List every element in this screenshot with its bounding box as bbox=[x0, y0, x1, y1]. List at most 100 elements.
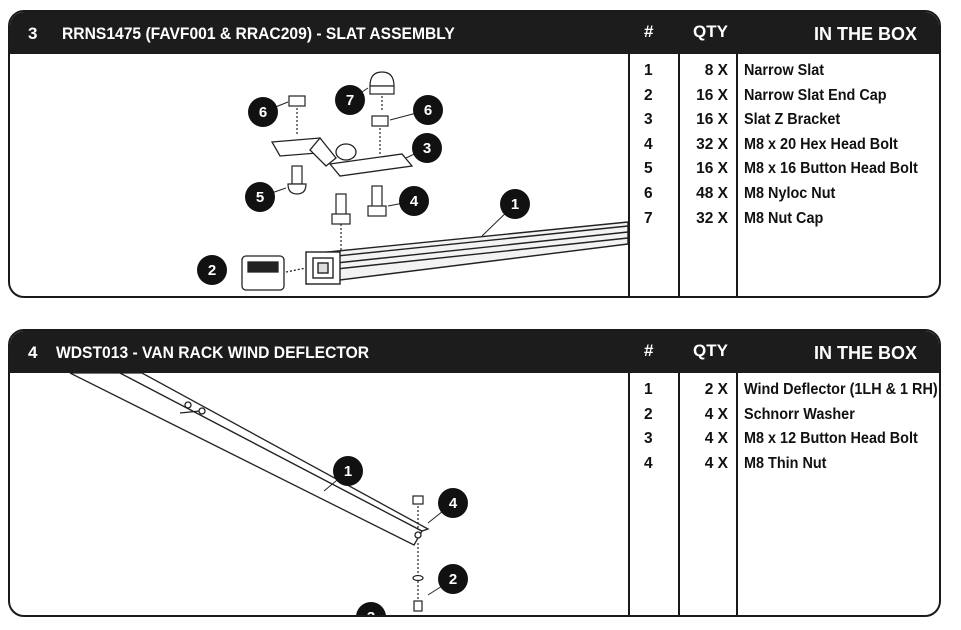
part-qty: 16 X bbox=[696, 86, 728, 104]
part-name: M8 Thin Nut bbox=[744, 454, 827, 472]
svg-text:6: 6 bbox=[259, 104, 267, 121]
section-header: 3 RRNS1475 (FAVF001 & RRAC209) - SLAT AS… bbox=[10, 12, 939, 54]
section-title: WDST013 - VAN RACK WIND DEFLECTOR bbox=[56, 343, 370, 362]
svg-text:4: 4 bbox=[410, 193, 419, 210]
part-qty: 2 X bbox=[704, 381, 728, 398]
part-qty: 16 X bbox=[696, 160, 728, 178]
slat-assembly-illustration: 1 2 3 4 5 6 6 7 bbox=[197, 71, 628, 291]
svg-text:6: 6 bbox=[424, 102, 432, 119]
callout-2: 2 bbox=[197, 255, 227, 285]
part-name: Slat Z Bracket bbox=[744, 111, 841, 129]
nyloc-nut-drawing bbox=[288, 95, 389, 154]
part-number: 4 bbox=[644, 135, 653, 153]
part-qty: 4 X bbox=[704, 454, 728, 472]
section-number: 4 bbox=[28, 343, 38, 362]
table-divider bbox=[736, 54, 738, 296]
table-row: 2 16 X Narrow Slat End Cap bbox=[630, 85, 939, 110]
callout-5: 5 bbox=[245, 182, 287, 212]
section-title: RRNS1475 (FAVF001 & RRAC209) - SLAT ASSE… bbox=[62, 24, 455, 43]
nut-cap-drawing bbox=[369, 71, 395, 110]
part-number: 2 bbox=[644, 86, 653, 104]
table-divider bbox=[628, 54, 630, 296]
part-number: 1 bbox=[644, 381, 653, 398]
table-row: 7 32 X M8 Nut Cap bbox=[630, 208, 939, 233]
hex-head-bolt-drawing bbox=[331, 185, 387, 250]
table-divider bbox=[628, 373, 630, 615]
wind-deflector-illustration: 1 2 3 4 bbox=[69, 373, 468, 617]
section-number: 3 bbox=[28, 24, 38, 43]
part-qty: 16 X bbox=[696, 111, 728, 129]
part-qty: 48 X bbox=[696, 184, 728, 202]
part-name: M8 Nyloc Nut bbox=[744, 184, 836, 202]
callout-1: 1 bbox=[323, 456, 363, 492]
svg-text:4: 4 bbox=[449, 495, 458, 512]
table-divider bbox=[678, 373, 680, 615]
column-header-qty: QTY bbox=[693, 341, 728, 360]
part-name: M8 Nut Cap bbox=[744, 209, 824, 227]
part-name: Schnorr Washer bbox=[744, 405, 855, 423]
part-number: 3 bbox=[644, 111, 653, 129]
parts-table: 1 8 X Narrow Slat 2 16 X Narrow Slat End Cap 3… bbox=[630, 60, 939, 233]
part-number: 4 bbox=[644, 454, 653, 472]
table-row: 6 48 X M8 Nyloc Nut bbox=[630, 183, 939, 208]
part-number: 3 bbox=[644, 430, 653, 448]
column-header-number: # bbox=[644, 22, 654, 41]
part-number: 5 bbox=[644, 160, 653, 178]
callout-3: 3 bbox=[405, 133, 442, 163]
svg-text:1: 1 bbox=[511, 196, 519, 213]
column-header-in-the-box: IN THE BOX bbox=[813, 343, 917, 363]
section-slat-assembly: 3 RRNS1475 (FAVF001 & RRAC209) - SLAT AS… bbox=[8, 10, 941, 298]
part-name: Wind Deflector (1LH & 1 RH) bbox=[744, 381, 938, 398]
part-qty: 32 X bbox=[696, 209, 728, 227]
table-row: 4 32 X M8 x 20 Hex Head Bolt bbox=[630, 134, 939, 159]
table-row: 5 16 X M8 x 16 Button Head Bolt bbox=[630, 158, 939, 183]
button-head-bolt-drawing bbox=[287, 165, 307, 195]
callout-2: 2 bbox=[427, 564, 468, 596]
svg-text:5: 5 bbox=[256, 189, 264, 206]
svg-text:1: 1 bbox=[344, 463, 352, 480]
svg-text:3: 3 bbox=[367, 609, 375, 617]
part-number: 7 bbox=[644, 209, 653, 227]
part-qty: 4 X bbox=[704, 430, 728, 448]
section-header: 4 WDST013 - VAN RACK WIND DEFLECTOR # QT… bbox=[10, 331, 939, 373]
callout-6b: 6 bbox=[389, 95, 443, 125]
wind-deflector-drawing bbox=[69, 373, 430, 546]
svg-text:7: 7 bbox=[346, 92, 354, 109]
svg-text:2: 2 bbox=[208, 262, 216, 279]
table-divider bbox=[736, 373, 738, 615]
part-number: 6 bbox=[644, 184, 653, 202]
table-row: 1 8 X Narrow Slat bbox=[630, 60, 939, 85]
table-row: 2 4 X Schnorr Washer bbox=[630, 404, 939, 429]
part-qty: 4 X bbox=[704, 405, 728, 423]
z-bracket-drawing bbox=[270, 136, 414, 177]
part-name: M8 x 16 Button Head Bolt bbox=[744, 160, 918, 178]
callout-7: 7 bbox=[335, 85, 369, 115]
part-name: Narrow Slat End Cap bbox=[744, 86, 887, 104]
parts-table: 1 2 X Wind Deflector (1LH & 1 RH) 2 4 X Schno… bbox=[630, 379, 939, 478]
part-number: 2 bbox=[644, 405, 653, 423]
svg-text:3: 3 bbox=[423, 140, 431, 157]
callout-4: 4 bbox=[387, 186, 429, 216]
part-number: 1 bbox=[644, 62, 653, 79]
column-header-number: # bbox=[644, 341, 654, 360]
part-name: Narrow Slat bbox=[744, 62, 825, 79]
table-row: 4 4 X M8 Thin Nut bbox=[630, 453, 939, 478]
part-name: M8 x 12 Button Head Bolt bbox=[744, 430, 918, 448]
callout-1: 1 bbox=[481, 189, 530, 237]
table-divider bbox=[678, 54, 680, 296]
table-row: 3 4 X M8 x 12 Button Head Bolt bbox=[630, 428, 939, 453]
callout-6a: 6 bbox=[248, 97, 289, 127]
part-qty: 8 X bbox=[704, 62, 728, 79]
callout-4: 4 bbox=[427, 488, 468, 524]
svg-text:2: 2 bbox=[449, 571, 457, 588]
part-qty: 32 X bbox=[696, 135, 728, 153]
fastener-stack-drawing bbox=[412, 495, 424, 612]
section-wind-deflector: 4 WDST013 - VAN RACK WIND DEFLECTOR # QT… bbox=[8, 329, 941, 617]
part-name: M8 x 20 Hex Head Bolt bbox=[744, 135, 898, 153]
column-header-qty: QTY bbox=[693, 22, 728, 41]
callout-3: 3 bbox=[356, 602, 386, 617]
table-row: 3 16 X Slat Z Bracket bbox=[630, 109, 939, 134]
table-row: 1 2 X Wind Deflector (1LH & 1 RH) bbox=[630, 379, 939, 404]
narrow-slat-drawing bbox=[305, 221, 628, 285]
column-header-in-the-box: IN THE BOX bbox=[813, 24, 917, 44]
